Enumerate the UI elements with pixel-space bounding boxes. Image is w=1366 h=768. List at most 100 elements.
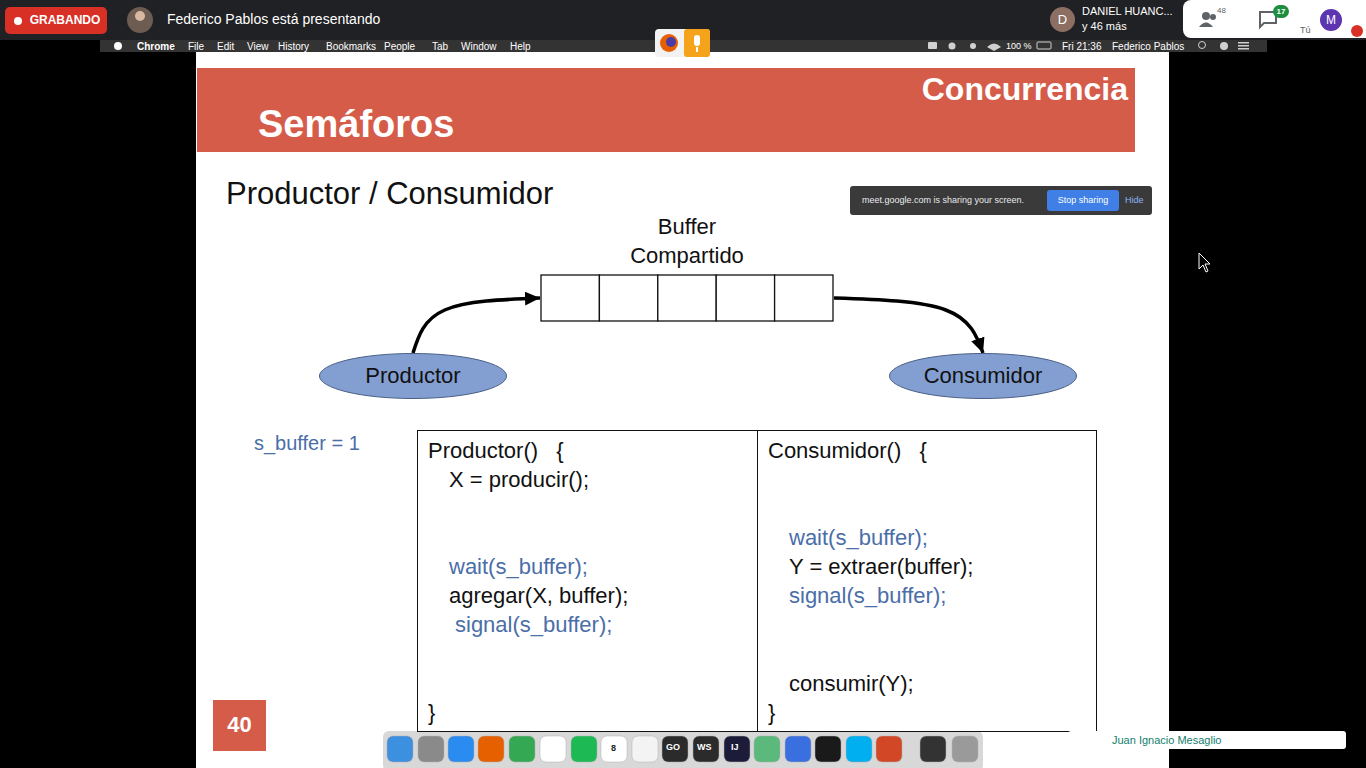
battery-level: 100 %: [1006, 41, 1032, 51]
presenter-face: [135, 11, 145, 21]
dock-icon: [815, 736, 841, 762]
self-label: Tú: [1300, 25, 1311, 35]
dock-icon: [952, 736, 978, 762]
dock-icon: [724, 736, 750, 762]
menu-item: People: [384, 41, 415, 53]
participant-name: DANIEL HUANC...: [1082, 5, 1173, 18]
node-text: }: [768, 699, 775, 727]
dock-icon: [540, 736, 566, 762]
node-text: Concurrencia: [922, 72, 1128, 107]
producer-code-box: Productor() {X = producir(); wait(s_buffe…: [417, 430, 758, 732]
dock-icon: [846, 736, 872, 762]
dock-icon: [754, 736, 780, 762]
dock-icon: [387, 736, 413, 762]
muted-mic-icon: [1351, 25, 1363, 37]
buffer-slot: [775, 275, 833, 321]
meet-control-panel: [1183, 0, 1366, 38]
presenter-tile-bar: Juan Ignacio Mesaglio: [1068, 731, 1346, 749]
user-avatar: M: [1320, 9, 1342, 31]
node-text: signal(s_buffer);: [455, 611, 612, 639]
node-text: consumir(Y);: [789, 670, 914, 698]
node-text: Consumidor: [924, 363, 1043, 389]
consumer-code-box: Consumidor() { wait(s_buffer);Y = extraer…: [757, 430, 1097, 732]
menu-item: Bookmarks: [326, 41, 376, 53]
producer-ellipse: Productor: [319, 353, 507, 399]
stop-sharing-button: Stop sharing: [1047, 190, 1119, 211]
node-text: 17: [1277, 7, 1286, 17]
menu-app-name: Chrome: [137, 41, 175, 53]
node-text: wait(s_buffer);: [449, 553, 588, 581]
menu-user: Federico Pablos: [1112, 41, 1184, 53]
participant-avatar: D: [1050, 7, 1075, 32]
menu-item: Help: [510, 41, 531, 53]
consumer-ellipse: Consumidor: [889, 353, 1077, 399]
buffer-slot: [599, 275, 657, 321]
node-text: Buffer Compartido: [617, 212, 757, 270]
semaphore-init: s_buffer = 1: [254, 432, 360, 455]
node-text: Stop sharing: [1058, 195, 1109, 206]
node-text: Y = extraer(buffer);: [789, 553, 973, 581]
flow-arrow: [413, 298, 540, 353]
menu-item: Tab: [432, 41, 448, 53]
menu-item: File: [188, 41, 204, 53]
node-text: 40: [227, 712, 251, 738]
menu-item: History: [278, 41, 309, 53]
dock-icon-text: GO: [666, 742, 680, 752]
node-text: GRABANDO: [30, 13, 101, 27]
chat-badge: 17: [1273, 5, 1290, 18]
dock-icon-text: IJ: [731, 742, 739, 752]
shared-buffer: Buffer Compartido: [540, 212, 834, 323]
node-text: M: [1326, 13, 1336, 27]
node-text: Productor: [365, 363, 460, 389]
dock-icon: [509, 736, 535, 762]
dock-icon: [632, 736, 658, 762]
buffer-slot: [716, 275, 774, 321]
menu-item: Edit: [217, 41, 234, 53]
menu-item: Window: [461, 41, 497, 53]
apple-logo: [114, 42, 122, 50]
node-text: wait(s_buffer);: [789, 524, 928, 552]
buffer-cells: [540, 274, 834, 322]
node-text: agregar(X, buffer);: [449, 582, 628, 610]
recording-dot: [14, 17, 22, 25]
menu-clock: Fri 21:36: [1062, 41, 1101, 53]
dock-icon: [418, 736, 444, 762]
node-text: Semáforos: [258, 104, 454, 146]
dock-icon-text: WS: [697, 742, 712, 752]
presenter-avatar: [127, 7, 153, 33]
slide: [196, 52, 1169, 768]
dock-icon: [920, 736, 946, 762]
dock-icon-text: 8: [611, 743, 616, 753]
dock-icon: [478, 736, 504, 762]
node-text: meet.google.com is sharing your screen.: [862, 195, 1024, 206]
dock-icon: [876, 736, 902, 762]
node-text: Hide: [1125, 195, 1144, 206]
slide-title: Productor / Consumidor: [226, 176, 553, 212]
slide-number: 40: [213, 700, 266, 751]
buffer-slot: [541, 275, 599, 321]
dock-icon: [571, 736, 597, 762]
dock-icon: [693, 736, 719, 762]
people-count: 48: [1217, 6, 1226, 15]
node-text: X = producir();: [449, 466, 589, 494]
dock-icons: [387, 736, 978, 762]
dock: [383, 731, 983, 768]
mouse-cursor: [1199, 253, 1210, 272]
recording-badge: GRABANDO: [5, 7, 107, 34]
dock-icon: [601, 736, 627, 762]
slide-header-band: ConcurrenciaSemáforos: [197, 68, 1135, 152]
dock-icon: [785, 736, 811, 762]
flow-arrow: [834, 298, 983, 353]
node-text: D: [1058, 12, 1067, 28]
node-text: Productor() {: [428, 437, 564, 465]
presenter-notice: Federico Pablos está presentando: [167, 11, 380, 27]
node-text: signal(s_buffer);: [789, 582, 946, 610]
node-text: Consumidor() {: [768, 437, 927, 465]
menu-item: View: [247, 41, 269, 53]
participant-count: y 46 más: [1082, 20, 1127, 33]
app-overlay: [655, 29, 710, 57]
dock-icon: [662, 736, 688, 762]
buffer-slot: [658, 275, 716, 321]
